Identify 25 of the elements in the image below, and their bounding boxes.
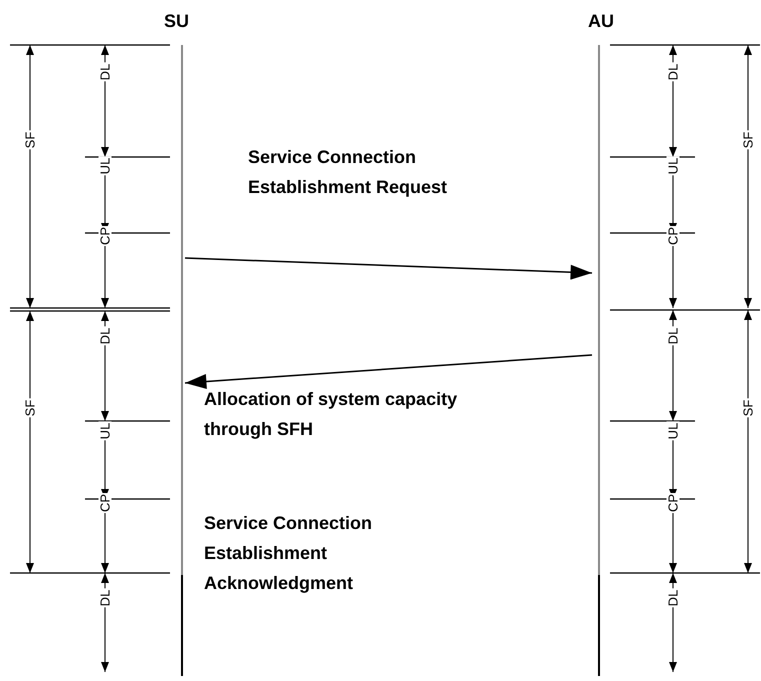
message-note: Service Connection Establishment Acknowledgment <box>204 512 374 595</box>
participant-label: AU <box>588 10 614 33</box>
message-label: Allocation of system capacity through SFH <box>204 388 458 441</box>
dimension-label: UL <box>98 156 112 176</box>
dimension-label: DL <box>666 588 680 608</box>
message-arrow <box>184 257 592 280</box>
dimension-label: CP <box>666 226 680 246</box>
dimension-label: UL <box>666 422 680 440</box>
dimension-label: SF <box>24 398 36 418</box>
dimension-label: SF <box>742 398 754 418</box>
dimension-label: CP <box>98 226 112 246</box>
dimension-label: DL <box>98 62 112 82</box>
dimension-label: DL <box>666 62 680 82</box>
dimension-label: DL <box>98 326 112 346</box>
dimension-label: UL <box>98 422 112 440</box>
dimension-label: DL <box>98 588 112 608</box>
message-arrow <box>184 354 592 389</box>
dimension-label: SF <box>24 130 36 150</box>
dimension-label: SF <box>742 130 754 150</box>
participant-label: SU <box>164 10 190 33</box>
dimension-label: CP <box>666 492 680 514</box>
message-label: Service Connection Establishment Request <box>248 146 448 199</box>
dimension-label: CP <box>98 492 112 514</box>
dimension-label: UL <box>666 156 680 176</box>
dimension-label: DL <box>666 326 680 346</box>
